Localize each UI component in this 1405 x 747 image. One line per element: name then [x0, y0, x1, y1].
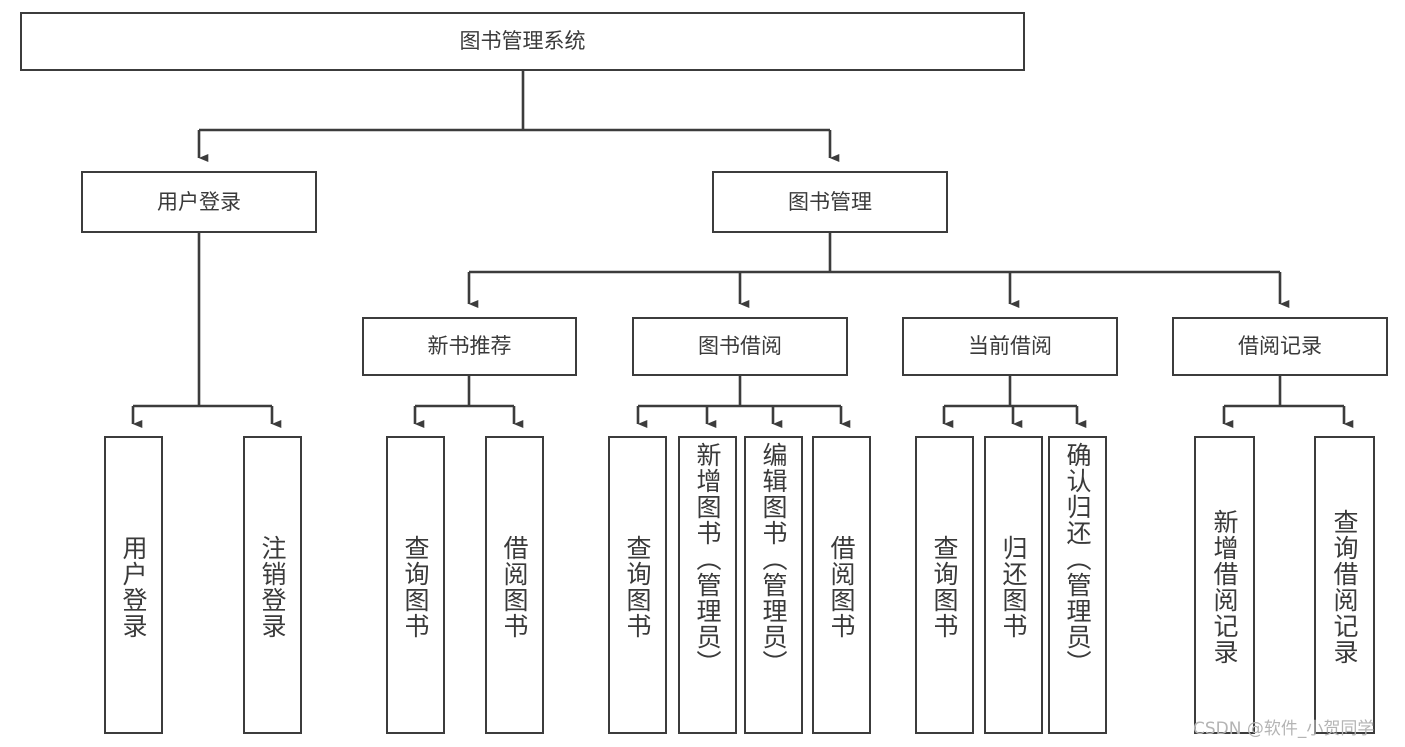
node-label: 图书管理系统 — [459, 29, 586, 54]
leaf-user-login-logout[interactable]: 注销登录 — [243, 436, 302, 734]
leaf-new-book-query[interactable]: 查询图书 — [386, 436, 445, 734]
leaf-new-book-borrow[interactable]: 借阅图书 — [485, 436, 544, 734]
node-borrow-record[interactable]: 借阅记录 — [1172, 317, 1388, 376]
node-label: 确认归还（管理员） — [1063, 442, 1092, 676]
node-label: 当前借阅 — [968, 334, 1052, 359]
leaf-current-borrow-query[interactable]: 查询图书 — [915, 436, 974, 734]
leaf-book-borrow-query[interactable]: 查询图书 — [608, 436, 667, 734]
node-label: 用户登录 — [119, 535, 148, 639]
node-label: 图书管理 — [788, 189, 872, 214]
csdn-watermark: CSDN @软件_小贺同学 — [1193, 719, 1375, 739]
leaf-borrow-record-query[interactable]: 查询借阅记录 — [1314, 436, 1375, 734]
leaf-book-borrow-add[interactable]: 新增图书（管理员） — [678, 436, 737, 734]
leaf-borrow-record-add[interactable]: 新增借阅记录 — [1194, 436, 1255, 734]
node-label: 新增借阅记录 — [1210, 509, 1239, 665]
node-label: 新书推荐 — [427, 334, 512, 359]
node-label: 借阅图书 — [500, 535, 529, 639]
node-label: 借阅图书 — [827, 535, 856, 639]
node-book-management[interactable]: 图书管理 — [712, 171, 948, 233]
node-current-borrow[interactable]: 当前借阅 — [902, 317, 1118, 376]
node-label: 查询图书 — [623, 535, 652, 639]
node-label: 借阅记录 — [1238, 334, 1322, 359]
node-label: 注销登录 — [258, 535, 287, 639]
node-label: 查询借阅记录 — [1330, 509, 1359, 665]
node-new-book-recommend[interactable]: 新书推荐 — [362, 317, 577, 376]
node-label: 查询图书 — [401, 535, 430, 639]
node-label: 查询图书 — [930, 535, 959, 639]
node-root-system[interactable]: 图书管理系统 — [20, 12, 1025, 71]
node-label: 图书借阅 — [698, 334, 782, 359]
leaf-user-login-login[interactable]: 用户登录 — [104, 436, 163, 734]
node-label: 编辑图书（管理员） — [759, 442, 788, 676]
leaf-book-borrow-borrow[interactable]: 借阅图书 — [812, 436, 871, 734]
leaf-current-borrow-return[interactable]: 归还图书 — [984, 436, 1043, 734]
leaf-book-borrow-edit[interactable]: 编辑图书（管理员） — [744, 436, 803, 734]
node-book-borrow[interactable]: 图书借阅 — [632, 317, 848, 376]
leaf-current-borrow-confirm-return[interactable]: 确认归还（管理员） — [1048, 436, 1107, 734]
node-user-login[interactable]: 用户登录 — [81, 171, 317, 233]
node-label: 归还图书 — [999, 535, 1028, 639]
node-label: 用户登录 — [157, 189, 241, 214]
node-label: 新增图书（管理员） — [693, 442, 722, 676]
